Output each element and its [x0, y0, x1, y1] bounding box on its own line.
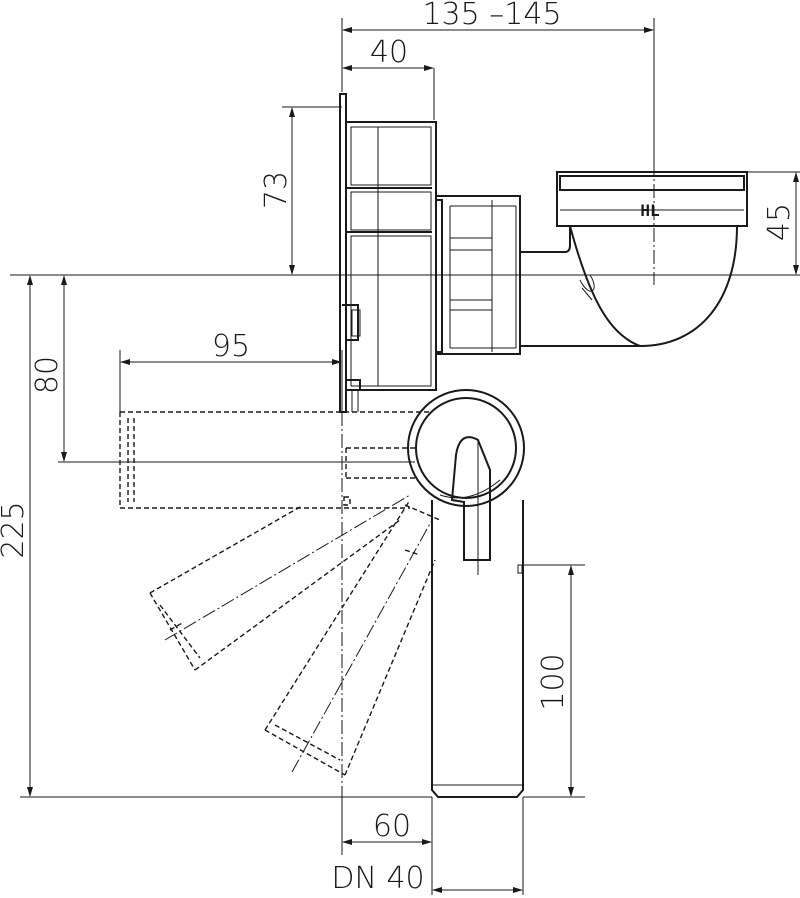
horizontal-alternative-pipe — [119, 411, 430, 509]
dimension-lines — [27, 27, 799, 893]
dim-vertical-pipe: 100 — [536, 653, 571, 710]
dim-outlet-height: 45 — [762, 203, 797, 241]
vertical-pipe — [431, 500, 524, 798]
angled-alternative-pipe-1 — [149, 494, 441, 671]
dim-overall-width: 135 –145 — [422, 0, 561, 32]
dim-wall-depth: 40 — [370, 35, 408, 70]
dim-height-top: 73 — [259, 171, 294, 209]
connector-sleeve — [435, 195, 521, 355]
angled-alternative-pipe-2 — [264, 499, 436, 776]
trap-body — [407, 389, 525, 575]
dim-horizontal-offset: 95 — [212, 329, 250, 364]
dim-offset-80: 80 — [30, 356, 65, 394]
outlet-collar: HL — [556, 171, 748, 227]
hl-logo: HL — [640, 201, 659, 220]
dim-total-height: 225 — [0, 501, 31, 558]
dim-pipe-width: 60 — [373, 809, 411, 844]
wall-housing — [339, 93, 437, 413]
extension-lines — [10, 18, 800, 895]
dim-nominal-diameter: DN 40 — [331, 861, 424, 896]
center-lines — [341, 140, 655, 800]
outlet-elbow — [520, 225, 738, 347]
